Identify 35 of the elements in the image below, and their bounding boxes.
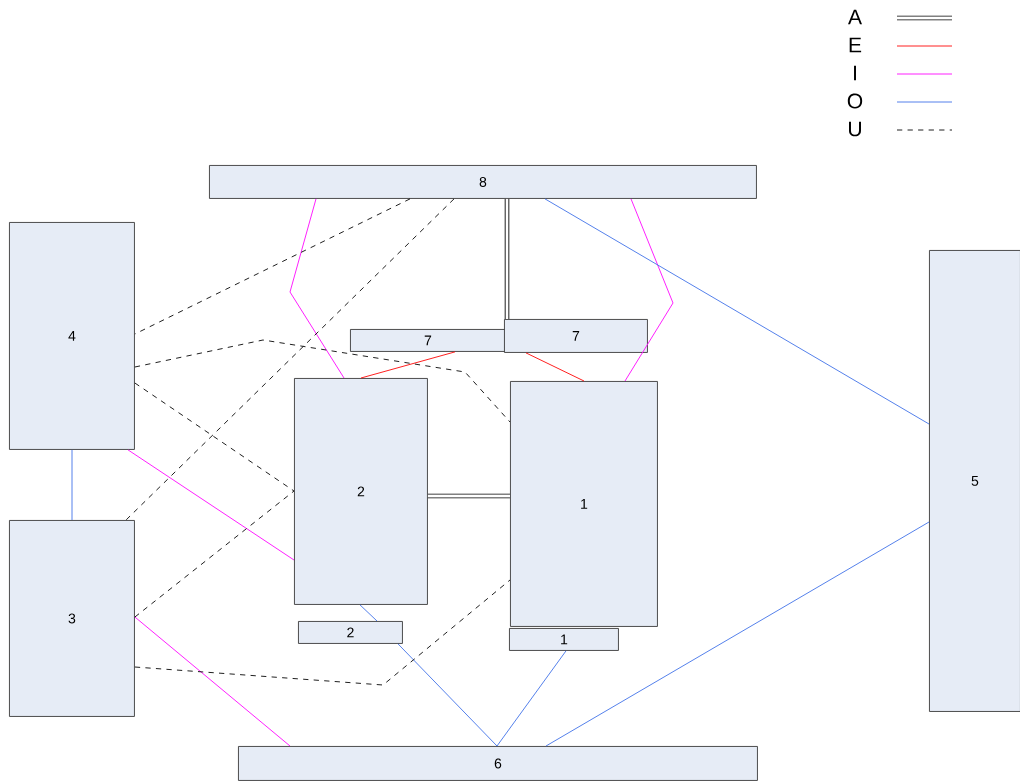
small-box: 7 <box>350 329 506 352</box>
connector <box>289 198 345 379</box>
small-box: 1 <box>509 628 619 651</box>
dashed-connector <box>134 198 411 335</box>
small-box: 7 <box>504 319 648 353</box>
connector <box>359 604 378 622</box>
process-box: 3 <box>9 520 135 717</box>
wide-box: 6 <box>238 746 758 781</box>
connector <box>525 352 585 382</box>
small-box: 2 <box>298 621 403 644</box>
dashed-connector <box>134 579 511 686</box>
connector <box>496 650 567 747</box>
connector <box>71 449 73 521</box>
double-connector <box>427 493 510 499</box>
connector <box>397 643 498 747</box>
process-box: 5 <box>929 250 1020 712</box>
double-connector <box>504 198 510 319</box>
dashed-connector <box>125 198 455 521</box>
legend-label: O <box>847 93 863 109</box>
connector <box>545 521 930 747</box>
connector <box>360 351 456 379</box>
process-box: 4 <box>9 222 135 450</box>
connector <box>134 616 291 747</box>
dashed-connector <box>134 382 295 492</box>
wide-box: 8 <box>209 165 757 199</box>
dashed-connector <box>134 339 511 423</box>
connector <box>127 449 295 561</box>
process-box: 2 <box>294 378 428 605</box>
dashed-connector <box>134 490 295 618</box>
connector <box>624 198 674 382</box>
legend-label: I <box>854 65 856 81</box>
legend-label: E <box>849 37 862 53</box>
legend-label: A <box>848 9 862 25</box>
connector <box>544 198 930 425</box>
legend-label: U <box>849 121 861 137</box>
